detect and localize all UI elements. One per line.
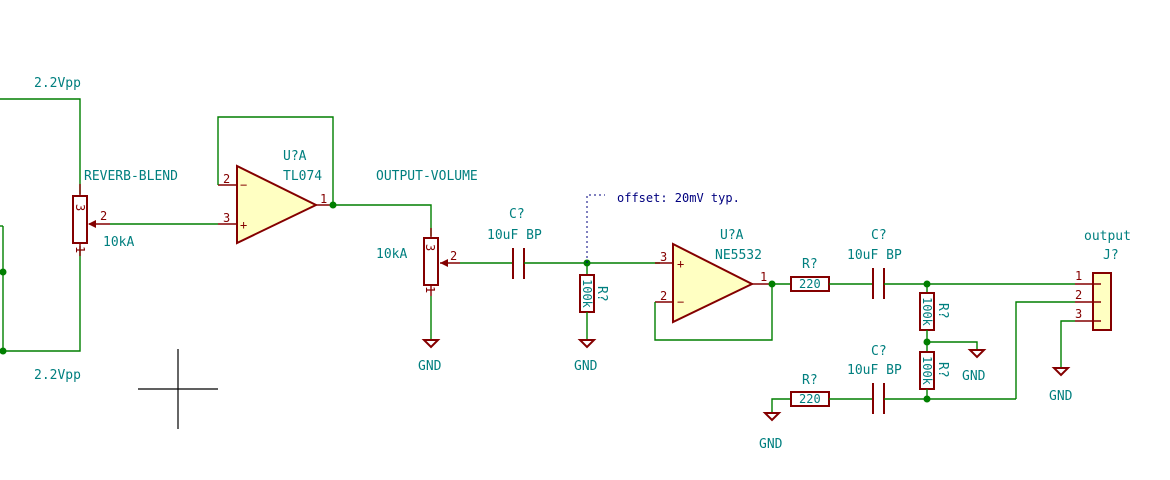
output-volume-label: OUTPUT-VOLUME <box>376 169 478 184</box>
output-capacitor-2[interactable] <box>829 383 1016 414</box>
gnd-label-volume: GND <box>418 359 442 374</box>
opamp1-pin3: 3 <box>223 211 230 225</box>
opamp2-pin1: 1 <box>760 270 767 284</box>
gnd-symbol-shunt <box>927 341 987 359</box>
shunt1-ref: R? <box>935 303 950 319</box>
opamp2-pin2: 2 <box>660 289 667 303</box>
gnd-symbol-res-out2 <box>762 398 790 422</box>
opamp-tl074[interactable] <box>218 164 333 245</box>
reverb-pot-pin1: 1 <box>73 246 87 253</box>
opamp2-pin3: 3 <box>660 250 667 264</box>
connector-pin1: 1 <box>1075 269 1082 283</box>
shunt2-ref: R? <box>935 362 950 378</box>
connector-pin3: 3 <box>1075 307 1082 321</box>
output-connector[interactable] <box>1075 272 1112 331</box>
left-wiring <box>0 98 81 355</box>
res-out1-ref: R? <box>802 257 818 272</box>
input-capacitor[interactable] <box>460 248 660 279</box>
opamp1-wiring <box>110 116 432 236</box>
output-capacitor-1[interactable] <box>829 268 1075 299</box>
opamp1-plus: + <box>240 218 247 232</box>
bias-res-ref: R? <box>594 286 609 302</box>
shunt1-value: 100k <box>920 297 934 327</box>
volume-pot-pin1: 1 <box>423 286 437 293</box>
offset-note: offset: 20mV typ. <box>617 191 740 205</box>
cap-out1-ref: C? <box>871 228 887 243</box>
connector-wiring <box>1015 301 1075 399</box>
res-out1-value: 220 <box>799 277 821 291</box>
bias-resistor[interactable] <box>577 263 597 349</box>
shunt2-value: 100k <box>920 356 934 386</box>
cap-out1-value: 10uF BP <box>847 248 902 263</box>
crosshair-cursor <box>138 349 218 429</box>
bias-res-value: 100k <box>580 279 594 309</box>
reverb-pot-pin3: 3 <box>73 204 87 211</box>
gnd-label-res-out2: GND <box>759 437 783 452</box>
gnd-label-connector: GND <box>1049 389 1073 404</box>
opamp2-value: NE5532 <box>715 248 762 263</box>
opamp2-plus: + <box>677 257 684 271</box>
res-out2-ref: R? <box>802 373 818 388</box>
opamp1-minus: − <box>240 178 247 192</box>
cap-out2-ref: C? <box>871 344 887 359</box>
volume-pot-pin3: 3 <box>423 244 437 251</box>
opamp2-minus: − <box>677 295 684 309</box>
cap1-value: 10uF BP <box>487 228 542 243</box>
gnd-label-shunt: GND <box>962 369 986 384</box>
connector-ref: J? <box>1103 248 1119 263</box>
opamp1-value: TL074 <box>283 169 322 184</box>
volume-pot-pin2: 2 <box>450 249 457 263</box>
offset-note-leader <box>586 194 605 263</box>
cap1-ref: C? <box>509 207 525 222</box>
opamp1-pin2: 2 <box>223 172 230 186</box>
volume-pot-value: 10kA <box>376 247 407 262</box>
net-label-top: 2.2Vpp <box>34 76 81 91</box>
opamp-ne5532[interactable] <box>655 242 772 324</box>
gnd-symbol-volume <box>421 296 441 349</box>
opamp2-wiring <box>654 280 790 341</box>
opamp2-ref: U?A <box>720 228 744 243</box>
reverb-pot-value: 10kA <box>103 235 134 250</box>
connector-pin2: 2 <box>1075 288 1082 302</box>
net-label-bottom: 2.2Vpp <box>34 368 81 383</box>
reverb-blend-potentiometer[interactable] <box>72 184 110 256</box>
cap-out2-value: 10uF BP <box>847 363 902 378</box>
opamp1-ref: U?A <box>283 149 307 164</box>
reverb-blend-label: REVERB-BLEND <box>84 169 178 184</box>
opamp1-pin1: 1 <box>320 192 327 206</box>
connector-value: output <box>1084 229 1131 244</box>
output-volume-potentiometer[interactable] <box>423 228 460 296</box>
res-out2-value: 220 <box>799 392 821 406</box>
reverb-pot-pin2: 2 <box>100 209 107 223</box>
gnd-label-bias: GND <box>574 359 598 374</box>
